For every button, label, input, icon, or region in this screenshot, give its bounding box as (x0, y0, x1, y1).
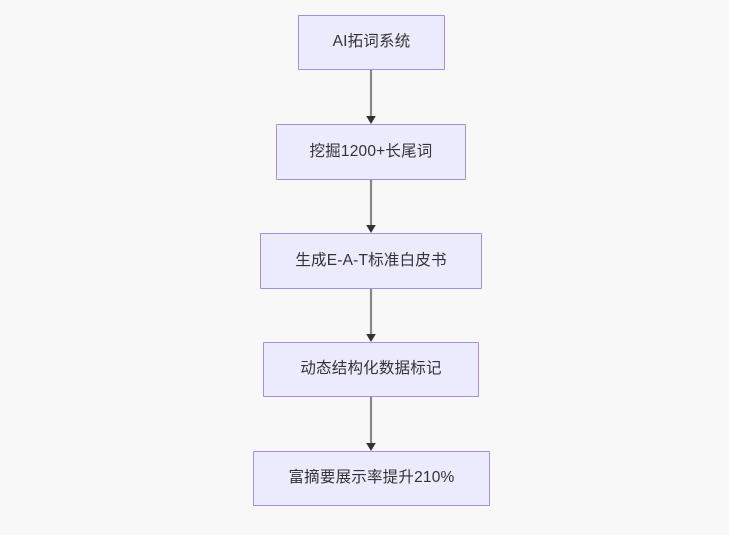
flow-edge (363, 289, 379, 342)
flow-node-label: 动态结构化数据标记 (300, 360, 442, 378)
flow-node[interactable]: 挖掘1200+长尾词 (276, 124, 466, 180)
flow-edge (363, 397, 379, 451)
arrowhead-icon (366, 116, 376, 124)
flow-edge (363, 180, 379, 233)
arrowhead-icon (366, 225, 376, 233)
arrowhead-icon (366, 334, 376, 342)
flow-node[interactable]: 动态结构化数据标记 (263, 342, 479, 397)
flow-node[interactable]: AI拓词系统 (298, 15, 445, 70)
flow-node[interactable]: 生成E-A-T标准白皮书 (260, 233, 482, 289)
flow-node-label: 生成E-A-T标准白皮书 (295, 251, 447, 269)
flow-node[interactable]: 富摘要展示率提升210% (253, 451, 490, 506)
flow-node-label: 富摘要展示率提升210% (288, 469, 455, 487)
flow-edge (363, 70, 379, 124)
arrowhead-icon (366, 443, 376, 451)
flow-node-label: AI拓词系统 (332, 33, 411, 51)
flow-node-label: 挖掘1200+长尾词 (309, 142, 433, 160)
